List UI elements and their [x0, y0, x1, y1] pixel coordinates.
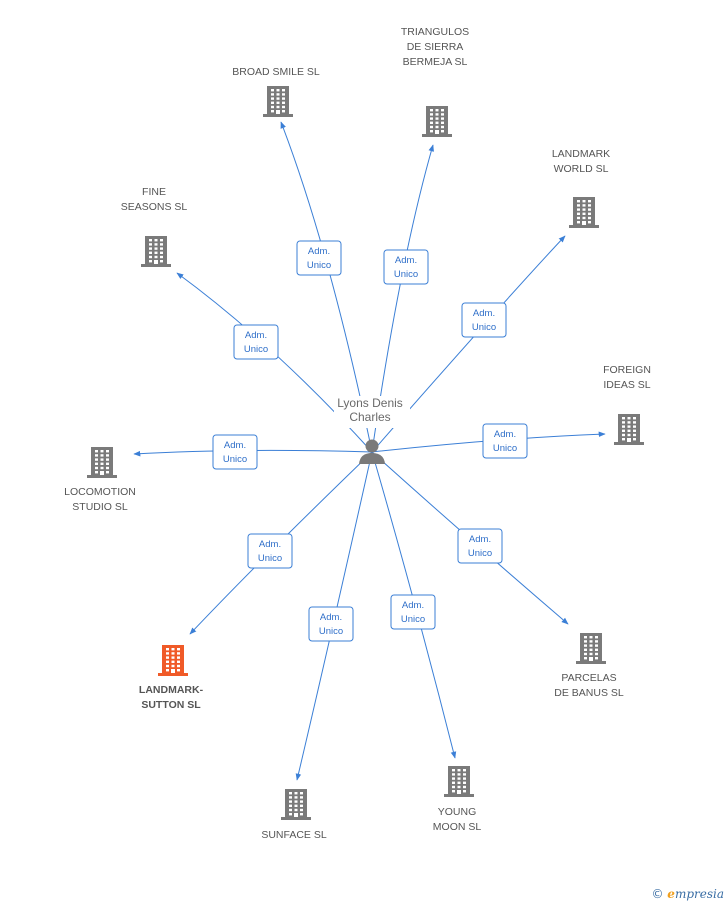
building-icon	[158, 645, 188, 676]
role-label-line: Adm.	[245, 330, 267, 341]
company-node-foreign-ideas[interactable]: FOREIGN IDEAS SL	[603, 364, 651, 445]
company-label-line: DE BANUS SL	[554, 687, 624, 699]
company-label-line: IDEAS SL	[603, 379, 650, 391]
role-badge-broad-smile: Adm. Unico	[296, 240, 342, 276]
building-icon	[263, 86, 293, 117]
role-badge-landmark-world: Adm. Unico	[461, 302, 507, 338]
building-icon	[281, 789, 311, 820]
empresia-watermark: © empresia	[651, 887, 724, 901]
building-icon	[444, 766, 474, 797]
brand-initial: e	[667, 887, 675, 901]
role-label-line: Unico	[401, 614, 425, 625]
company-label-line: LANDMARK-	[139, 684, 204, 696]
company-label-line: SUNFACE SL	[261, 829, 327, 841]
nodes-layer: BROAD SMILE SL TRIANGULOS DE SIERRA BERMEJA…	[64, 26, 651, 841]
company-label-line: BERMEJA SL	[403, 56, 468, 68]
company-node-sunface[interactable]: SUNFACE SL	[261, 789, 327, 841]
building-icon	[141, 236, 171, 267]
role-badge-young-moon: Adm. Unico	[390, 594, 436, 630]
building-icon	[614, 414, 644, 445]
role-label-line: Adm.	[402, 600, 424, 611]
building-icon	[569, 197, 599, 228]
company-label-line: PARCELAS	[561, 672, 616, 684]
company-node-fine-seasons[interactable]: FINE SEASONS SL	[121, 186, 188, 267]
role-badge-sunface: Adm. Unico	[308, 606, 354, 642]
role-label-line: Unico	[258, 553, 282, 564]
role-badge-landmark-sutton: Adm. Unico	[247, 533, 293, 569]
company-label-line: WORLD SL	[554, 163, 609, 175]
company-node-broad-smile[interactable]: BROAD SMILE SL	[232, 66, 320, 117]
company-label-line: STUDIO SL	[72, 501, 128, 513]
role-label-line: Unico	[468, 548, 492, 559]
role-label-line: Adm.	[224, 440, 246, 451]
company-label-line: SUTTON SL	[141, 699, 201, 711]
role-badge-triangulos: Adm. Unico	[383, 249, 429, 285]
center-name-line: Lyons Denis	[337, 396, 403, 410]
role-label-line: Adm.	[308, 246, 330, 257]
role-badge-foreign-ideas: Adm. Unico	[482, 423, 528, 459]
company-node-landmark-sutton[interactable]: LANDMARK- SUTTON SL	[139, 645, 204, 711]
role-label-line: Unico	[493, 443, 517, 454]
company-label-line: TRIANGULOS	[401, 26, 469, 38]
role-label-line: Adm.	[473, 308, 495, 319]
copyright-symbol: ©	[651, 887, 664, 901]
company-node-triangulos[interactable]: TRIANGULOS DE SIERRA BERMEJA SL	[401, 26, 469, 137]
role-badge-parcelas: Adm. Unico	[457, 528, 503, 564]
center-label-backdrop	[334, 396, 410, 428]
company-node-young-moon[interactable]: YOUNG MOON SL	[433, 766, 482, 833]
company-label-line: BROAD SMILE SL	[232, 66, 320, 78]
company-label-line: LANDMARK	[552, 148, 610, 160]
role-label-line: Unico	[319, 626, 343, 637]
role-badge-locomotion: Adm. Unico	[212, 434, 258, 470]
company-label-line: MOON SL	[433, 821, 482, 833]
role-label-line: Unico	[307, 260, 331, 271]
company-label-line: SEASONS SL	[121, 201, 188, 213]
company-node-locomotion[interactable]: LOCOMOTION STUDIO SL	[64, 447, 136, 513]
person-icon	[359, 439, 385, 464]
building-icon	[422, 106, 452, 137]
company-label-line: FOREIGN	[603, 364, 651, 376]
building-icon	[87, 447, 117, 478]
role-label-line: Unico	[223, 454, 247, 465]
company-label-line: YOUNG	[438, 806, 477, 818]
role-badge-fine-seasons: Adm. Unico	[233, 324, 279, 360]
role-label-line: Unico	[244, 344, 268, 355]
company-node-landmark-world[interactable]: LANDMARK WORLD SL	[552, 148, 610, 228]
role-label-line: Unico	[472, 322, 496, 333]
role-label-line: Adm.	[469, 534, 491, 545]
role-label-line: Adm.	[259, 539, 281, 550]
company-node-parcelas[interactable]: PARCELAS DE BANUS SL	[554, 633, 624, 699]
role-label-line: Adm.	[494, 429, 516, 440]
company-label-line: FINE	[142, 186, 166, 198]
role-label-line: Unico	[394, 269, 418, 280]
company-label-line: LOCOMOTION	[64, 486, 136, 498]
role-label-line: Adm.	[395, 255, 417, 266]
role-label-line: Adm.	[320, 612, 342, 623]
center-name-line: Charles	[349, 410, 390, 424]
brand-rest: mpresia	[674, 887, 724, 901]
company-label-line: DE SIERRA	[407, 41, 464, 53]
building-icon	[576, 633, 606, 664]
